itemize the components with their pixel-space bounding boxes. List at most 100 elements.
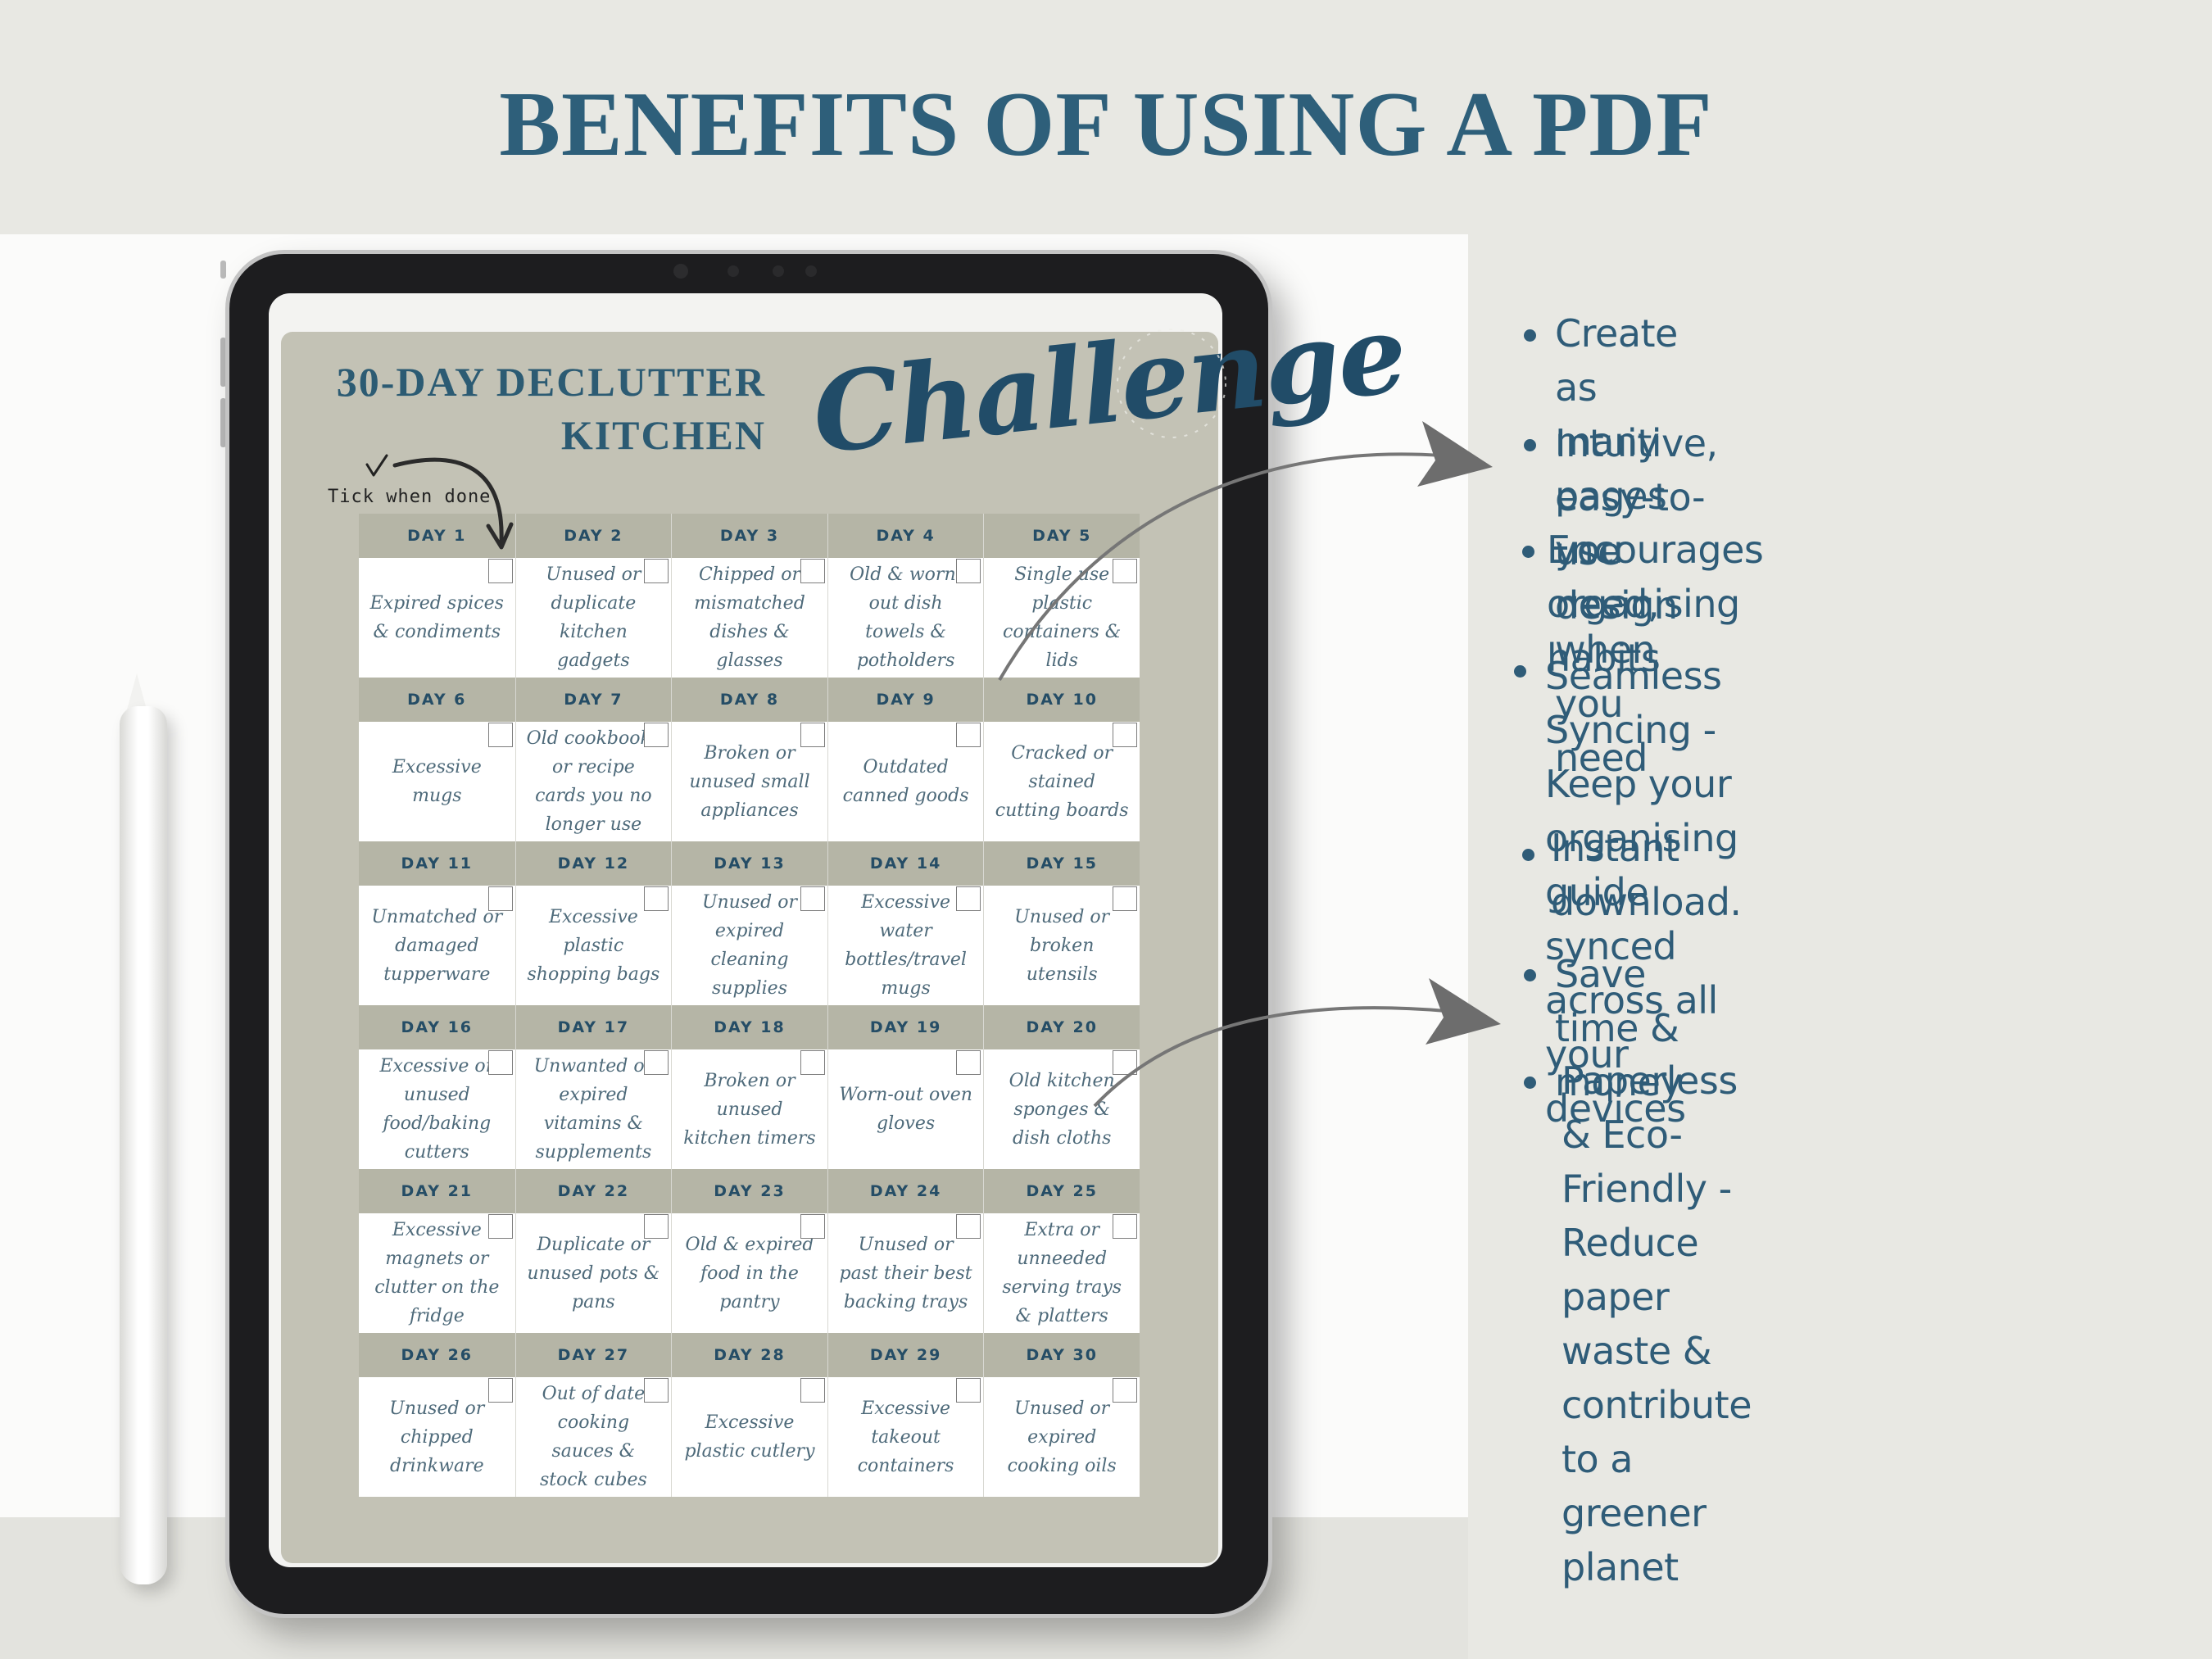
day-checkbox[interactable] [644, 1050, 669, 1075]
day-checkbox[interactable] [956, 1050, 981, 1075]
planner-title-line-1: 30-DAY DECLUTTER [336, 359, 766, 405]
corner-stamp-icon [1117, 329, 1226, 438]
day-checkbox[interactable] [644, 1214, 669, 1239]
headline: BENEFITS OF USING A PDF [499, 74, 1713, 175]
bullet-icon [1524, 439, 1536, 451]
day-checkbox[interactable] [800, 559, 825, 583]
front-camera-icon [673, 264, 688, 279]
day-label: DAY 4 [827, 514, 984, 558]
day-task: Outdated canned goods [842, 757, 969, 806]
day-label: DAY 23 [672, 1169, 827, 1213]
day-cell: DAY 4 Old & worn-out dish towels & pothol… [827, 514, 984, 678]
day-checkbox[interactable] [800, 1378, 825, 1403]
day-task: Broken or unused small appliances [689, 742, 810, 821]
day-task: Unused or duplicate kitchen gadgets [546, 564, 641, 671]
day-checkbox[interactable] [487, 886, 513, 911]
day-checkbox[interactable] [956, 1214, 981, 1239]
day-checkbox[interactable] [800, 723, 825, 747]
bullet-icon [1522, 849, 1534, 861]
day-checkbox[interactable] [487, 559, 513, 583]
bullet-icon [1522, 546, 1534, 558]
day-task: Old & worn-out dish towels & potholders [850, 564, 963, 671]
day-checkbox[interactable] [800, 886, 825, 911]
day-label: DAY 18 [672, 1005, 827, 1049]
day-checkbox[interactable] [956, 723, 981, 747]
pencil-tip-icon [127, 673, 147, 709]
day-task: Unused or broken utensils [1014, 906, 1110, 985]
day-checkbox[interactable] [800, 1050, 825, 1075]
day-task: Unused or chipped drinkware [389, 1398, 485, 1476]
day-label: DAY 9 [827, 678, 984, 722]
planner-title-line-2: KITCHEN [560, 412, 766, 458]
day-cell: DAY 25 Extra or unneeded serving trays & … [983, 1169, 1140, 1333]
arrow-head-top-icon [1417, 421, 1493, 487]
benefits-background [1468, 234, 2212, 1659]
day-checkbox[interactable] [1113, 723, 1137, 747]
day-task: Unused or expired cleaning supplies [701, 892, 797, 999]
day-checkbox[interactable] [644, 886, 669, 911]
day-label: DAY 14 [827, 841, 984, 886]
benefit-item: Encourages organising habits [1547, 528, 1764, 680]
day-checkbox[interactable] [956, 1378, 981, 1403]
day-cell: DAY 15 Unused or broken utensils [983, 841, 1140, 1005]
bullet-icon [1524, 969, 1536, 981]
sensor-icon [773, 265, 784, 277]
day-checkbox[interactable] [956, 559, 981, 583]
day-checkbox[interactable] [956, 886, 981, 911]
day-cell: DAY 16 Excessive or unused food/baking cu… [359, 1005, 515, 1169]
day-checkbox[interactable] [487, 1214, 513, 1239]
day-task: Excessive or unused food/baking cutters [379, 1056, 495, 1163]
day-task: Extra or unneeded serving trays & platte… [1002, 1220, 1122, 1326]
day-checkbox[interactable] [487, 723, 513, 747]
day-checkbox[interactable] [1113, 886, 1137, 911]
day-label: DAY 28 [672, 1333, 827, 1377]
day-checkbox[interactable] [1113, 1050, 1137, 1075]
day-label: DAY 24 [827, 1169, 984, 1213]
day-task: Old cookbooks or recipe cards you no lon… [526, 728, 661, 835]
day-checkbox[interactable] [1113, 1214, 1137, 1239]
day-label: DAY 20 [984, 1005, 1140, 1049]
day-checkbox[interactable] [644, 559, 669, 583]
day-label: DAY 1 [359, 514, 515, 558]
benefit-item: Create as many pages you need, when you … [1555, 311, 1678, 780]
day-task: Excessive takeout containers [857, 1398, 954, 1476]
day-checkbox[interactable] [800, 1214, 825, 1239]
tick-arrow-head-icon [486, 522, 514, 550]
day-label: DAY 5 [984, 514, 1140, 558]
tablet-volume-up [220, 338, 226, 387]
day-label: DAY 10 [984, 678, 1140, 722]
day-cell: DAY 9 Outdated canned goods [827, 678, 984, 841]
benefit-item: Paperless & Eco-Friendly - Reduce paper … [1562, 1058, 1752, 1589]
day-task: Duplicate or unused pots & pans [527, 1234, 660, 1312]
day-label: DAY 16 [359, 1005, 515, 1049]
benefit-item: Seamless Syncing - Keep your organising … [1545, 654, 1738, 1131]
day-checkbox[interactable] [487, 1378, 513, 1403]
day-label: DAY 30 [984, 1333, 1140, 1377]
arrow-to-benefits-top-icon [998, 452, 1443, 682]
day-checkbox[interactable] [1113, 1378, 1137, 1403]
day-label: DAY 15 [984, 841, 1140, 886]
day-task: Excessive water bottles/travel mugs [845, 892, 967, 999]
tablet-volume-down [220, 398, 226, 447]
tick-note: Tick when done [328, 487, 492, 507]
benefit-item: Instant download. [1551, 826, 1742, 924]
day-label: DAY 11 [359, 841, 515, 886]
day-checkbox[interactable] [487, 1050, 513, 1075]
day-label: DAY 25 [984, 1169, 1140, 1213]
day-checkbox[interactable] [644, 1378, 669, 1403]
day-checkbox[interactable] [1113, 559, 1137, 583]
day-label: DAY 17 [515, 1005, 672, 1049]
day-checkbox[interactable] [644, 723, 669, 747]
day-label: DAY 19 [827, 1005, 984, 1049]
day-label: DAY 29 [827, 1333, 984, 1377]
